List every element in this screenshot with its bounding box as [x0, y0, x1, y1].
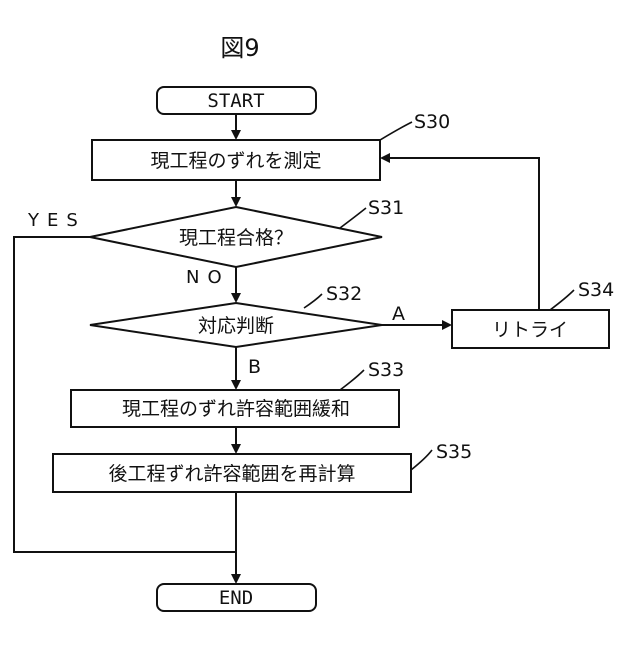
s34-leader [550, 290, 574, 310]
s31-step-label: S31 [368, 197, 404, 219]
retry-loop-line [382, 158, 539, 310]
s32-step-label: S32 [326, 283, 362, 305]
s33-text: 現工程のずれ許容範囲緩和 [122, 398, 350, 420]
end-label: END [219, 587, 253, 609]
s35-step-label: S35 [436, 441, 472, 463]
s30-step-label: S30 [414, 111, 450, 133]
s33-leader [340, 370, 364, 390]
b-label: B [248, 356, 261, 378]
yes-label: YES [27, 210, 86, 231]
s30-leader [380, 122, 412, 140]
s31-text: 現工程合格？ [179, 227, 293, 249]
s33-step-label: S33 [368, 359, 404, 381]
s30-text: 現工程のずれを測定 [150, 150, 321, 172]
s34-step-label: S34 [578, 279, 614, 301]
s32-leader [304, 294, 322, 308]
s31-leader [340, 208, 366, 228]
start-label: START [207, 90, 264, 112]
figure-title: 図9 [220, 34, 259, 62]
s35-leader [411, 450, 432, 470]
s32-text: 対応判断 [198, 315, 274, 337]
s35-text: 後工程ずれ許容範囲を再計算 [108, 463, 355, 485]
a-label: A [392, 303, 405, 325]
no-label: NO [186, 267, 230, 288]
s34-text: リトライ [492, 319, 568, 341]
